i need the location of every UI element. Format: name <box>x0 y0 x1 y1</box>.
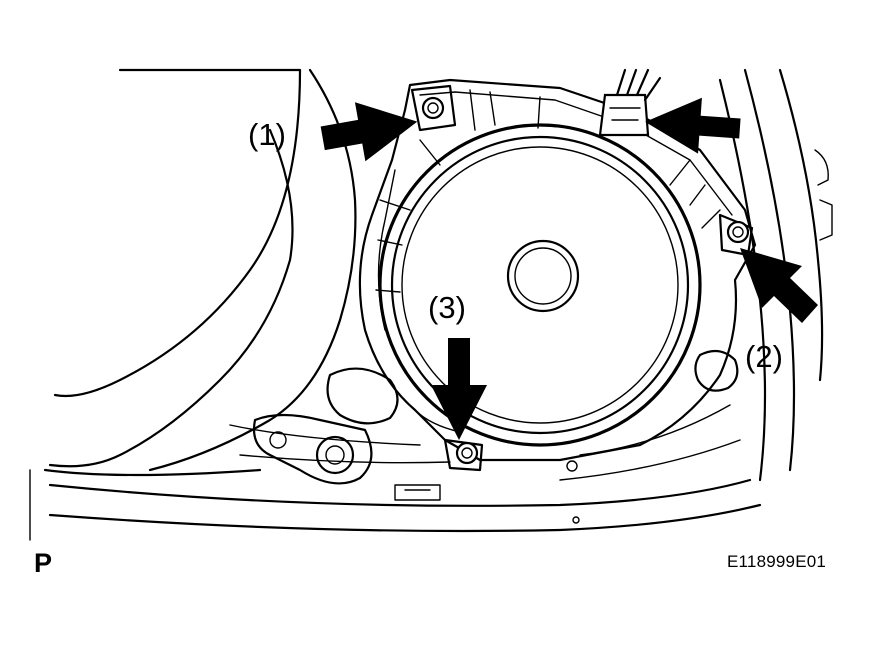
speaker-connector <box>598 68 662 137</box>
arrow-2 <box>740 248 818 323</box>
view-marker: P <box>34 548 53 578</box>
callout-1-label: (1) <box>248 117 286 152</box>
arrow-connector <box>645 97 741 154</box>
door-panel <box>29 68 833 541</box>
callout-2-label: (2) <box>745 339 783 374</box>
speaker-cone <box>378 123 702 447</box>
figure-id: E118999E01 <box>727 552 827 571</box>
lower-bracket <box>252 349 739 524</box>
screw-1 <box>410 84 457 132</box>
arrow-1 <box>320 102 418 162</box>
callout-3-label: (3) <box>428 290 466 325</box>
arrow-3 <box>431 338 487 440</box>
screw-3 <box>443 438 484 472</box>
